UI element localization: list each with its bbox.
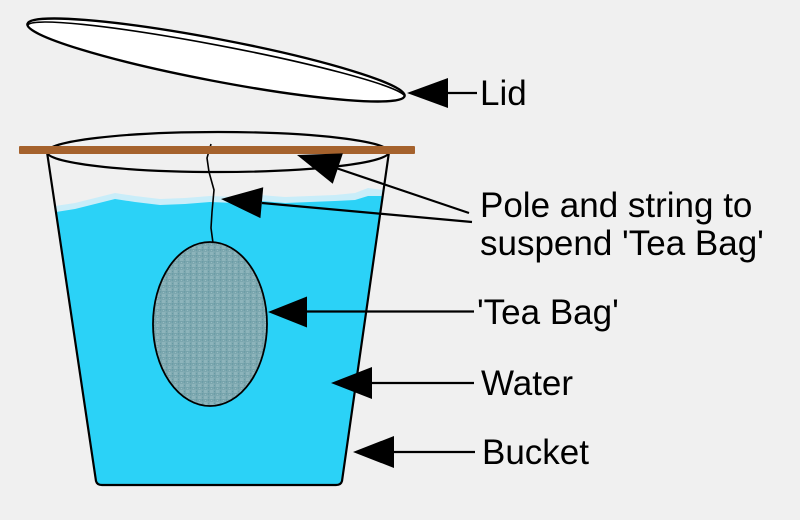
lid-group: [26, 17, 406, 103]
water-arrow: [331, 367, 372, 399]
lid-label: Lid: [480, 74, 527, 113]
bucket-arrow: [353, 436, 394, 468]
tea-bag-label: 'Tea Bag': [477, 293, 619, 332]
pole-string-label-line2: suspend 'Tea Bag': [480, 224, 764, 263]
pole-string-label-line1: Pole and string to: [480, 186, 752, 225]
water-label: Water: [481, 364, 573, 403]
pole-arrow-line: [335, 166, 470, 215]
bucket-outline: [45, 151, 391, 487]
string: [206, 143, 215, 244]
lid-arrow: [407, 78, 448, 108]
string-arrow-line: [261, 201, 473, 224]
pole: [19, 146, 415, 154]
tea-bag: [152, 241, 268, 407]
lid-thickness-edge: [27, 21, 405, 96]
lid: [26, 17, 406, 103]
tea-bag-arrow: [268, 296, 307, 328]
string-arrow: [221, 187, 264, 219]
pole-arrow: [297, 153, 343, 184]
bucket-label: Bucket: [482, 433, 589, 472]
